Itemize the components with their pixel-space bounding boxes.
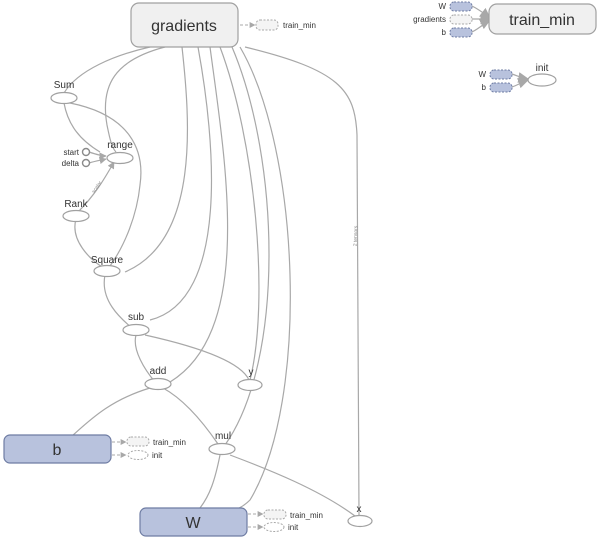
edge-sub-y	[144, 334, 250, 381]
train-min-input-w[interactable]	[449, 1, 473, 12]
edge-gradients-square	[124, 46, 188, 273]
init-input-w[interactable]	[489, 69, 513, 80]
node-delta[interactable]: delta	[62, 158, 91, 168]
node-train-min-label: train_min	[509, 12, 575, 29]
node-x[interactable]: x	[347, 504, 373, 528]
node-rank[interactable]: Rank	[62, 199, 90, 223]
train-min-input-gradients-label: gradients	[413, 15, 446, 24]
node-sub-label: sub	[128, 312, 145, 323]
node-mul-label: mul	[215, 431, 231, 442]
node-range[interactable]: range	[106, 140, 134, 165]
node-add[interactable]: add	[144, 366, 172, 391]
edge-add-mul	[162, 387, 219, 445]
node-gradients[interactable]: gradients	[130, 2, 239, 48]
edge-gradients-sum	[63, 46, 151, 94]
node-add-label: add	[150, 366, 167, 377]
init-input-b[interactable]	[489, 82, 513, 93]
node-x-label: x	[357, 504, 362, 515]
node-sum-label: Sum	[54, 80, 75, 91]
legend-init-inputs: W b	[478, 69, 513, 93]
node-gradients-label: gradients	[151, 18, 217, 35]
node-init[interactable]: init	[527, 63, 557, 87]
init-input-b-label: b	[482, 83, 487, 92]
legend-train-min-inputs: W gradients b	[413, 1, 473, 38]
node-range-label: range	[107, 140, 133, 151]
node-b[interactable]: b	[3, 434, 112, 464]
edge-delta-range	[88, 157, 107, 165]
edge-label-x-gradients: 2 tensors	[353, 225, 360, 246]
aux-b-train-min-label: train_min	[153, 438, 186, 447]
edge-sum-range	[63, 102, 101, 153]
aux-w-train-min-label: train_min	[290, 511, 323, 520]
edge-gradients-w	[219, 46, 291, 513]
node-square-label: Square	[91, 255, 124, 266]
train-min-input-b-label: b	[442, 28, 447, 37]
node-sub[interactable]: sub	[122, 312, 150, 337]
edge-gradients-add	[169, 46, 229, 383]
edge-legend-init-2	[511, 77, 530, 89]
node-y[interactable]: y	[237, 367, 263, 392]
node-w-label: W	[185, 515, 201, 532]
edge-gradients-sub	[149, 46, 213, 321]
aux-gradients-train-min[interactable]: train_min	[255, 19, 316, 31]
aux-gradients-train-min-label: train_min	[283, 21, 316, 30]
aux-w-train-min[interactable]: train_min	[263, 509, 323, 520]
node-b-label: b	[53, 442, 62, 459]
edge-legend-train-min-3	[471, 19, 491, 33]
node-rank-label: Rank	[64, 199, 88, 210]
edges	[63, 5, 530, 530]
node-y-label: y	[249, 367, 254, 378]
aux-w-init[interactable]: init	[263, 522, 299, 533]
edge-add-b	[71, 387, 151, 437]
train-min-input-gradients[interactable]	[449, 14, 473, 25]
edge-gradients-y	[219, 46, 260, 381]
aux-b-train-min[interactable]: train_min	[126, 436, 186, 447]
node-train-min[interactable]: train_min	[488, 3, 597, 35]
init-input-w-label: W	[478, 70, 486, 79]
edge-start-range	[88, 151, 107, 160]
node-init-label: init	[536, 63, 549, 74]
edge-legend-init	[511, 72, 530, 83]
train-min-input-b[interactable]	[449, 27, 473, 38]
node-mul[interactable]: mul	[208, 431, 236, 456]
edge-rank-range	[77, 161, 115, 213]
node-square[interactable]: Square	[91, 255, 124, 278]
train-min-input-w-label: W	[438, 2, 446, 11]
node-delta-label: delta	[62, 159, 80, 168]
edge-mul-x	[229, 454, 356, 517]
edge-gradients-x	[244, 46, 360, 516]
aux-b-init[interactable]: init	[127, 450, 163, 461]
edge-sum-square	[69, 102, 142, 267]
edge-rank-square	[74, 218, 105, 269]
edge-mul-w	[199, 454, 221, 509]
edge-legend-train-min	[471, 5, 491, 19]
node-w[interactable]: W	[139, 507, 248, 537]
aux-b-init-label: init	[152, 451, 163, 460]
edge-gradients-range	[104, 46, 166, 153]
node-start[interactable]: start	[63, 147, 91, 157]
node-start-label: start	[63, 148, 79, 157]
aux-w-init-label: init	[288, 523, 299, 532]
edge-gradients-mul	[224, 46, 270, 446]
node-sum[interactable]: Sum	[50, 80, 78, 105]
